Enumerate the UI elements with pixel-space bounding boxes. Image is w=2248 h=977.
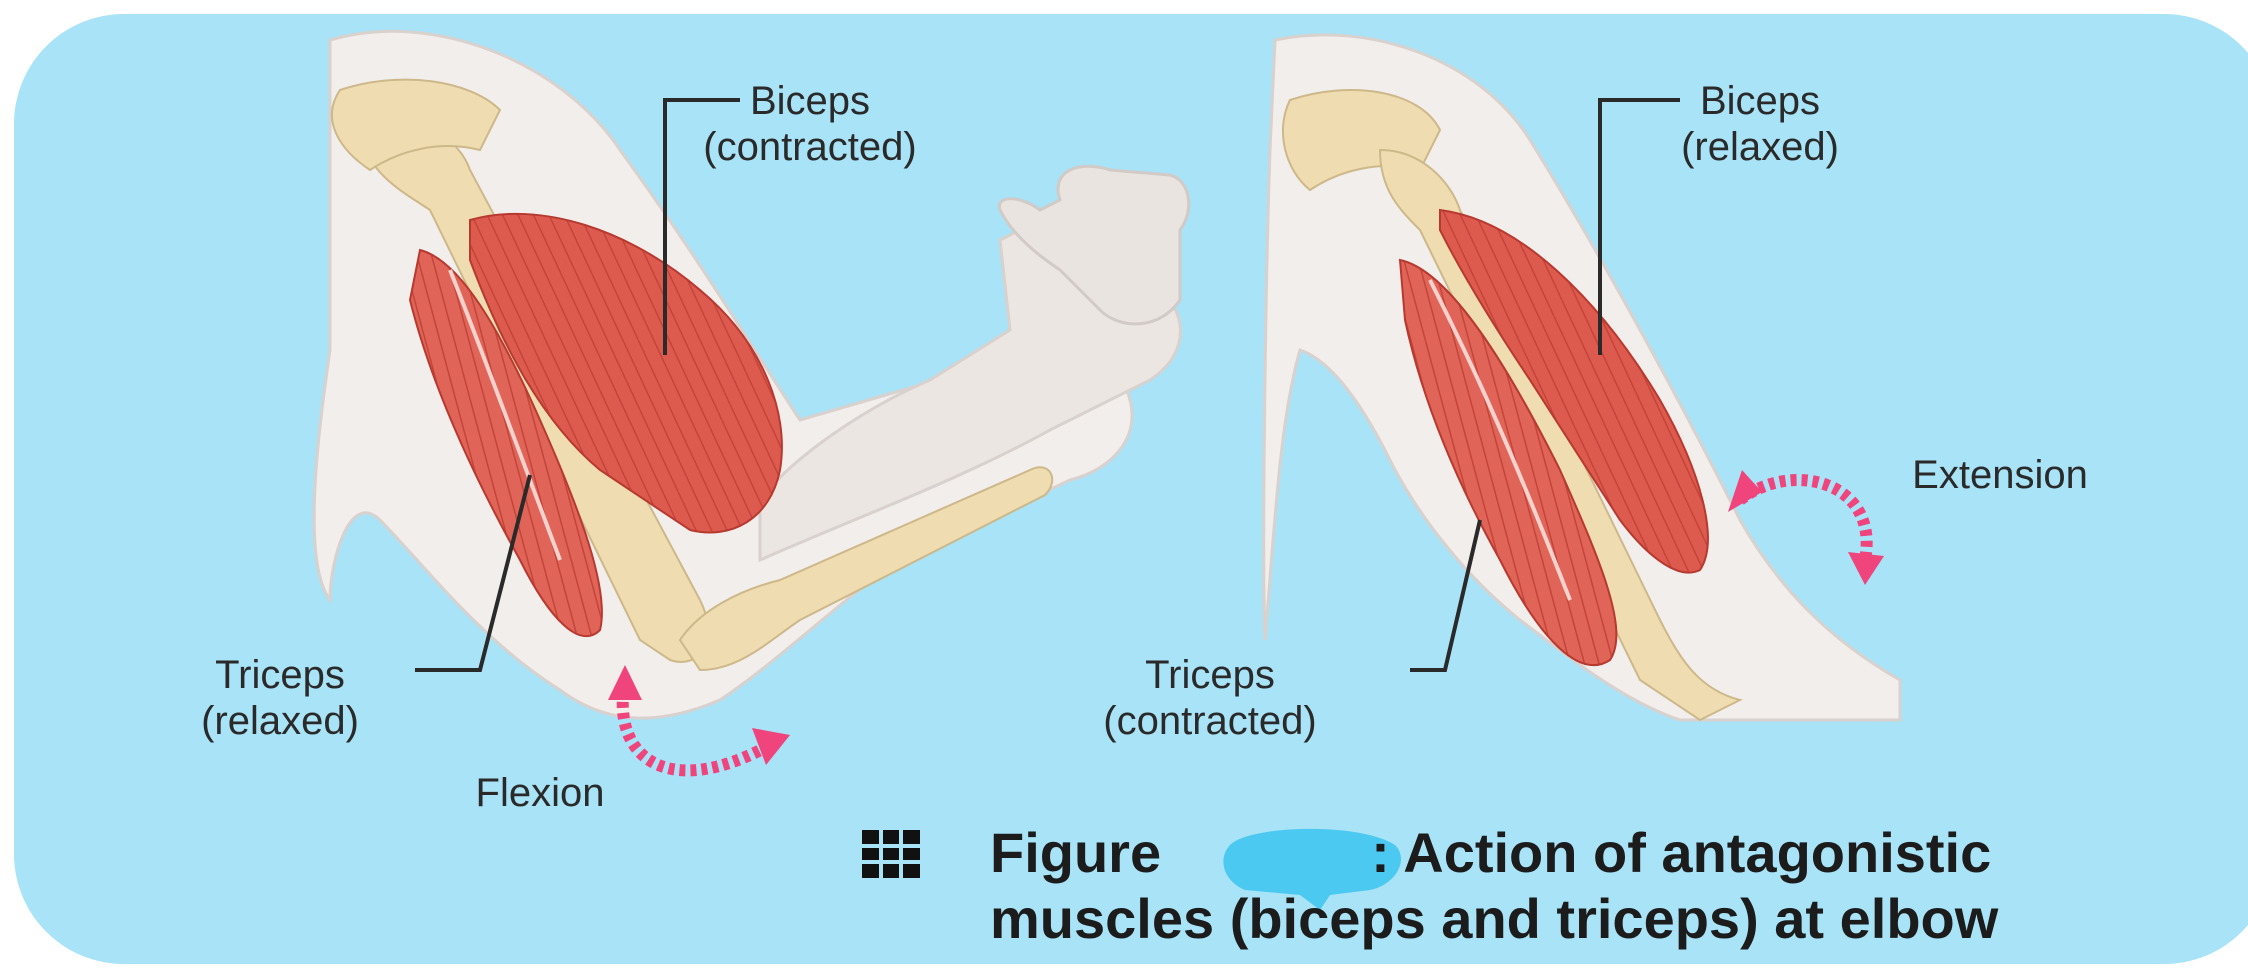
caption-line-2: muscles (biceps and triceps) at elbow — [990, 886, 1998, 952]
left-triceps-name: Triceps — [150, 652, 410, 698]
left-biceps-name: Biceps — [680, 78, 940, 124]
figure-caption: Figure : Action of antagonistic muscles (… — [990, 820, 1998, 952]
left-triceps-label: Triceps (relaxed) — [150, 652, 410, 744]
caption-line-1: Figure : Action of antagonistic — [990, 820, 1998, 886]
caption-prefix: Figure — [990, 821, 1161, 884]
right-biceps-label: Biceps (relaxed) — [1630, 78, 1890, 170]
left-triceps-state: (relaxed) — [150, 698, 410, 744]
grid-icon — [862, 830, 920, 878]
flexion-label: Flexion — [440, 770, 640, 816]
right-biceps-name: Biceps — [1630, 78, 1890, 124]
left-biceps-state: (contracted) — [680, 124, 940, 170]
extension-label: Extension — [1870, 452, 2130, 498]
right-triceps-state: (contracted) — [1060, 698, 1360, 744]
caption-text-line1: : Action of antagonistic — [1371, 821, 1991, 884]
right-triceps-label: Triceps (contracted) — [1060, 652, 1360, 744]
left-biceps-label: Biceps (contracted) — [680, 78, 940, 170]
right-triceps-name: Triceps — [1060, 652, 1360, 698]
right-biceps-state: (relaxed) — [1630, 124, 1890, 170]
